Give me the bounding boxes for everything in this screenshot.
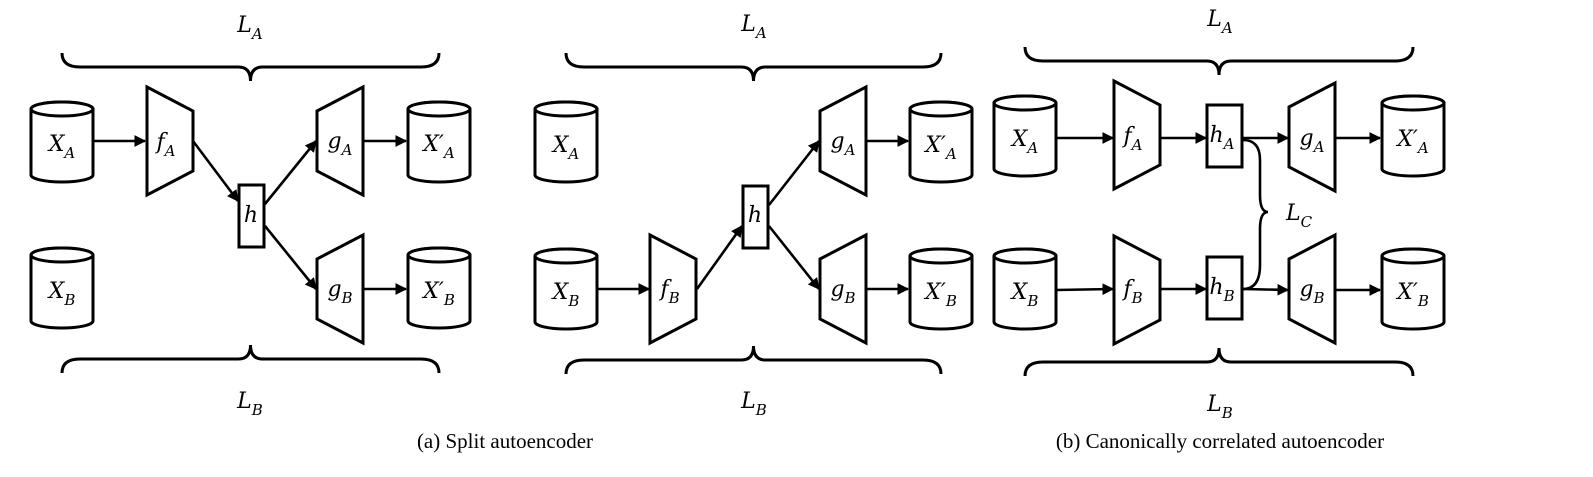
label-gb-3: gB — [1299, 277, 1324, 307]
database-xa-3 — [992, 94, 1058, 178]
encoder-fa — [145, 84, 195, 198]
arrow-xb-fb-3 — [1055, 283, 1115, 296]
arrow-h-gb — [263, 225, 318, 290]
label-xb-out-3: X′B — [1395, 280, 1429, 310]
label-ga-2: gA — [831, 129, 856, 159]
decoder-gb — [315, 232, 365, 346]
database-xa-out-2 — [908, 100, 974, 184]
label-xb-3: XB — [1010, 280, 1039, 310]
label-xa-out-3: X′A — [1395, 127, 1429, 157]
label-xb-2: XB — [551, 280, 580, 310]
decoder-ga — [315, 84, 365, 198]
loss-lb-3: LB — [1206, 392, 1233, 422]
brace-lb-2 — [564, 345, 943, 375]
encoder-fb-3 — [1112, 233, 1162, 347]
database-xa-2 — [533, 100, 599, 184]
label-fa: fA — [155, 130, 176, 160]
database-xa-out — [406, 100, 472, 184]
encoder-fa-3 — [1112, 78, 1162, 192]
loss-lb-1: LB — [236, 389, 263, 419]
database-xb-3 — [992, 247, 1058, 331]
decoder-gb-3 — [1287, 232, 1337, 346]
label-xa: XA — [47, 132, 76, 162]
database-xb — [29, 246, 95, 330]
brace-la-3 — [1023, 46, 1415, 76]
loss-la-1: LA — [236, 13, 263, 43]
database-xb-out-3 — [1380, 247, 1446, 331]
caption-split-autoencoder: (a) Split autoencoder — [417, 429, 593, 453]
latent-h — [237, 183, 266, 249]
label-h: h — [244, 203, 258, 228]
loss-la-2: LA — [740, 12, 767, 42]
label-h-2: h — [748, 203, 762, 228]
brace-lb-1 — [60, 344, 441, 374]
label-gb-2: gB — [830, 277, 855, 307]
brace-lb-3 — [1023, 347, 1415, 377]
database-xb-2 — [533, 247, 599, 331]
label-xa-out-2: X′A — [923, 133, 957, 163]
arrow-hb-gb — [1242, 283, 1290, 296]
decoder-ga-2 — [818, 84, 868, 198]
database-xb-out-2 — [908, 247, 974, 331]
label-ga: gA — [328, 129, 353, 159]
arrow-fb-h — [695, 225, 744, 290]
loss-lc: LC — [1285, 201, 1313, 231]
arrow-h-gb-2 — [767, 225, 821, 290]
label-hb: hB — [1209, 275, 1234, 305]
label-ga-3: gA — [1300, 126, 1325, 156]
database-xa-out-3 — [1380, 94, 1446, 178]
brace-la-1 — [60, 52, 441, 82]
label-xa-2: XA — [551, 133, 580, 163]
arrow-h-ga-2 — [767, 140, 821, 206]
caption-canonically-correlated-autoencoder: (b) Canonically correlated autoencoder — [1056, 429, 1384, 453]
loss-lb-2: LB — [740, 389, 767, 419]
database-xb-out — [406, 246, 472, 330]
label-xb-out-2: X′B — [923, 280, 957, 310]
arrow-fa-h — [191, 140, 240, 202]
label-ha: hA — [1209, 123, 1234, 153]
arrow-h-ga — [263, 140, 318, 205]
label-xb: XB — [47, 279, 76, 309]
decoder-gb-2 — [818, 232, 868, 346]
loss-la-3: LA — [1206, 7, 1233, 37]
correlation-link — [1242, 138, 1269, 291]
brace-la-2 — [564, 52, 943, 82]
encoder-fb — [648, 232, 698, 346]
label-xa-3: XA — [1010, 127, 1039, 157]
label-xb-out: X′B — [421, 279, 455, 309]
latent-h-2 — [741, 184, 770, 250]
decoder-ga-3 — [1287, 80, 1337, 194]
label-xa-out: X′A — [421, 132, 455, 162]
database-xa — [29, 100, 95, 184]
label-gb: gB — [327, 277, 352, 307]
